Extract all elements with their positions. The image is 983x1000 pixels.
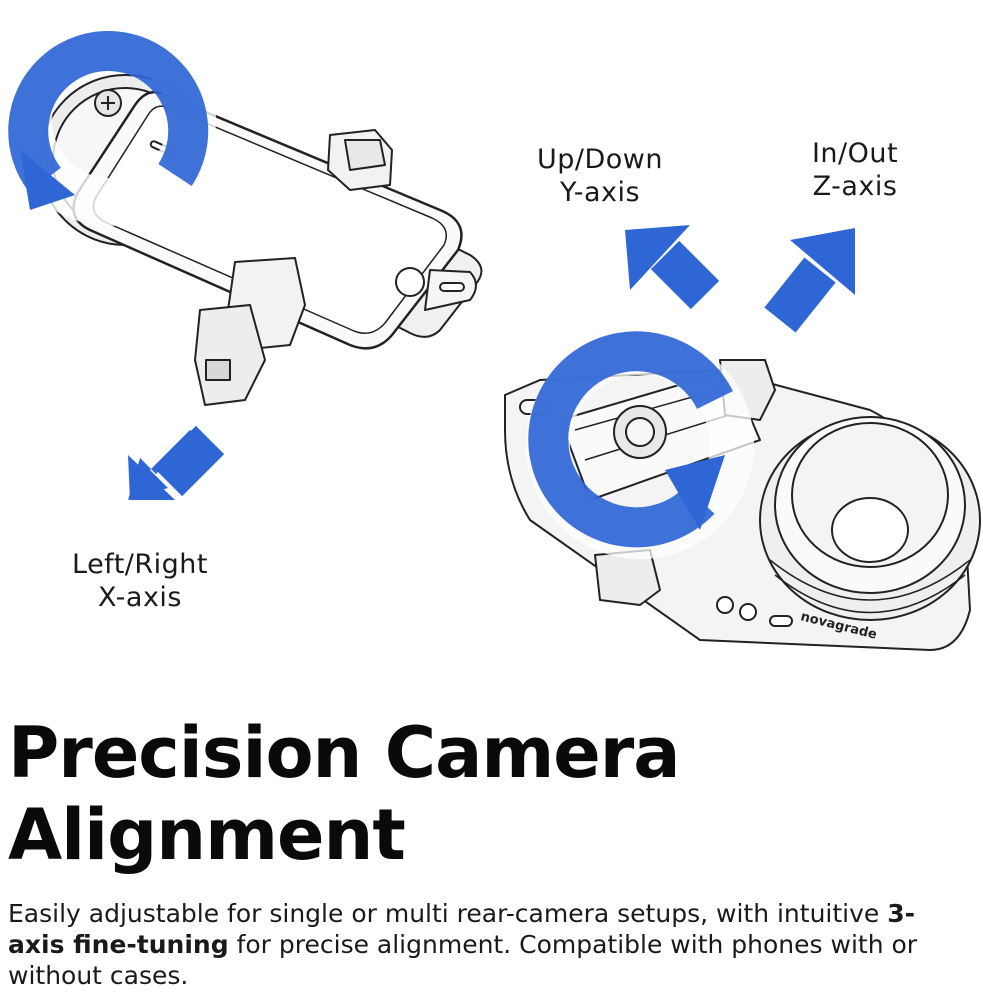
eyepiece-mount (759, 416, 981, 621)
z-axis-label: In/Out Z-axis (775, 137, 935, 203)
x-axis-label-line2: X-axis (98, 582, 182, 613)
description-text-end: for precise alignment. Compatible with p… (8, 930, 918, 990)
product-illustration: novagrade (4, 14, 981, 651)
rotation-arrow-icon (4, 14, 216, 226)
y-axis-label-line1: Up/Down (536, 144, 663, 175)
headline-line1: Precision Camera (8, 712, 681, 794)
adapter-assembly (504, 359, 981, 651)
z-axis-label-line2: Z-axis (812, 171, 898, 202)
description-emphasis: 3-axis fine-tuning (8, 899, 916, 959)
headline: Precision Camera Alignment (8, 712, 968, 876)
x-axis-label: Left/Right X-axis (40, 548, 240, 614)
lower-clamp (194, 257, 306, 406)
z-axis-arrow-icon (750, 228, 855, 350)
headline-line2: Alignment (8, 794, 406, 876)
description: Easily adjustable for single or multi re… (8, 898, 968, 991)
y-axis-arrow-icon (625, 225, 740, 330)
y-axis-label: Up/Down Y-axis (510, 143, 690, 209)
z-axis-label-line1: In/Out (811, 138, 899, 169)
phone-clamp-assembly (39, 74, 483, 406)
rotation-arrow-icon (526, 331, 754, 559)
description-text-start: Easily adjustable for single or multi re… (8, 899, 888, 928)
y-axis-label-line2: Y-axis (559, 177, 641, 208)
x-axis-label-line1: Left/Right (72, 549, 208, 580)
upper-clamp (327, 129, 393, 191)
x-axis-arrow-icon (115, 410, 225, 515)
